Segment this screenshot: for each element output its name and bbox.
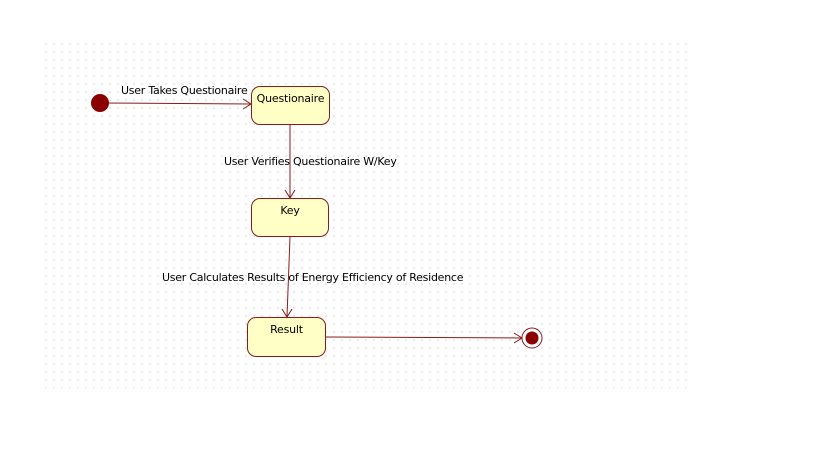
transition-takes-questionaire[interactable] — [99, 98, 252, 110]
final-state-node[interactable] — [521, 327, 543, 349]
transition-result-to-final[interactable] — [325, 332, 523, 344]
transition-label-verifies: User Verifies Questionaire W/Key — [224, 155, 397, 168]
state-result-label: Result — [270, 323, 303, 336]
initial-state-node[interactable] — [91, 94, 109, 112]
state-result[interactable]: Result — [247, 317, 326, 357]
state-key-label: Key — [280, 204, 300, 217]
state-questionaire[interactable]: Questionaire — [251, 86, 330, 125]
state-key[interactable]: Key — [251, 198, 329, 237]
diagram-canvas-grid — [42, 40, 687, 388]
transition-label-calculates: User Calculates Results of Energy Effici… — [162, 271, 464, 284]
transition-label-takes: User Takes Questionaire — [121, 84, 248, 97]
state-questionaire-label: Questionaire — [256, 92, 325, 105]
